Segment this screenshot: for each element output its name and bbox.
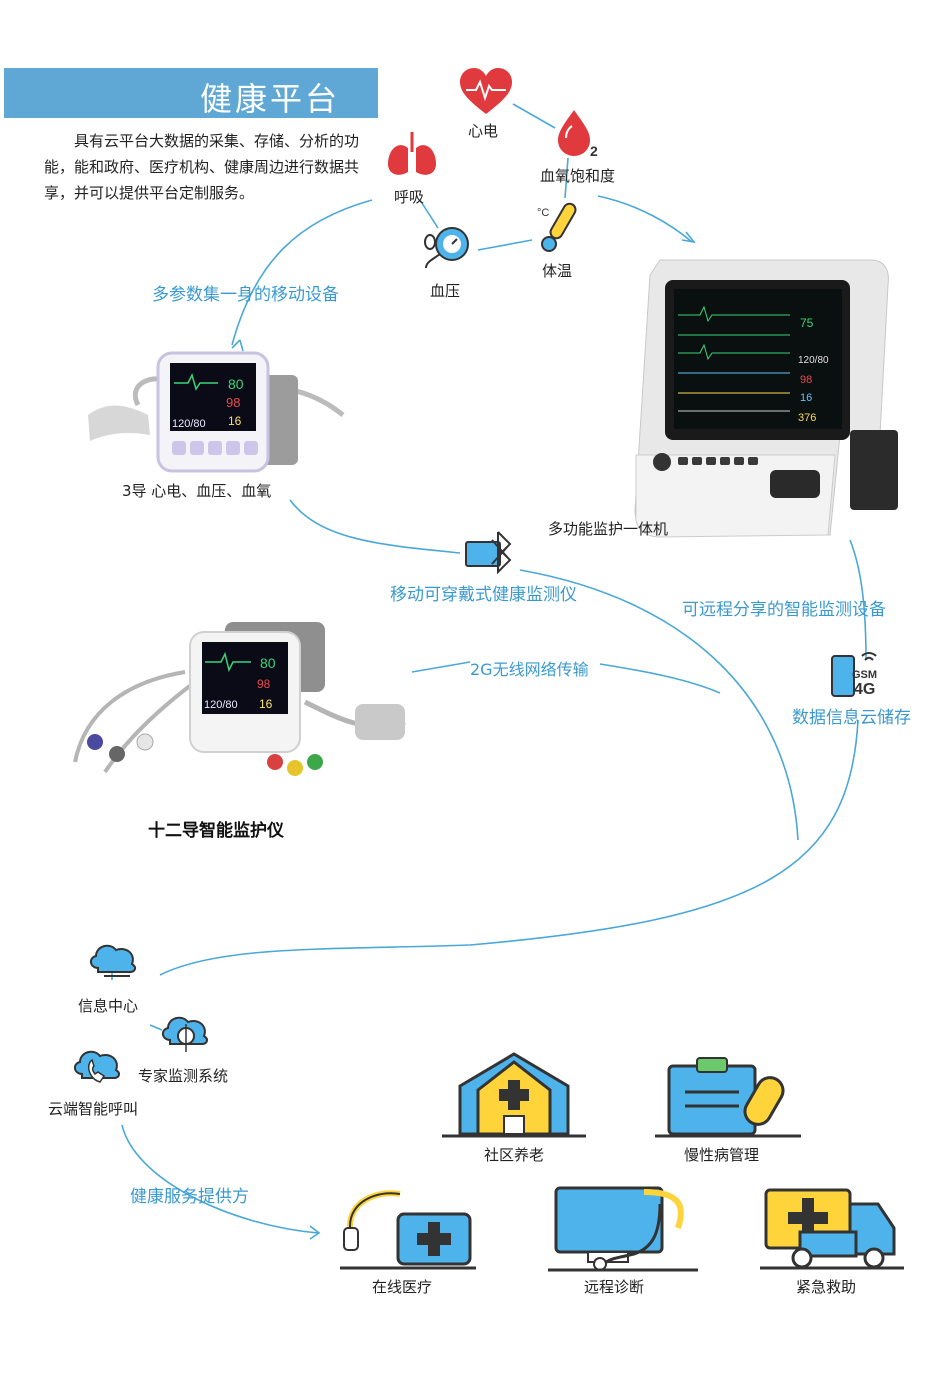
intro-paragraph: 具有云平台大数据的采集、存储、分析的功能，能和政府、医疗机构、健康周边进行数据共… <box>44 132 360 202</box>
heart-icon <box>460 68 512 114</box>
twelve-lead-label: 十二导智能监护仪 <box>148 821 284 841</box>
page-title: 健康平台 <box>200 80 341 118</box>
svg-text:16: 16 <box>259 697 273 711</box>
svg-text:4G: 4G <box>854 681 875 698</box>
twelve-lead-monitor-image: 80 98 120/80 16 <box>73 622 406 776</box>
chronic-disease-clipboard-icon <box>655 1057 801 1138</box>
svg-text:80: 80 <box>260 655 276 671</box>
spo2-label: 血氧饱和度 <box>540 167 616 185</box>
svg-text:120/80: 120/80 <box>798 355 829 366</box>
svg-text:°C: °C <box>537 207 549 219</box>
info-center-label: 信息中心 <box>78 997 139 1015</box>
thermometer-icon: °C <box>537 202 577 252</box>
lungs-icon <box>388 132 436 175</box>
respiration-label: 呼吸 <box>394 188 425 206</box>
remote-share-label: 可远程分享的智能监测设备 <box>682 600 886 620</box>
wearable-label: 移动可穿戴式健康监测仪 <box>390 585 577 605</box>
community-elderly-house-icon <box>442 1052 586 1138</box>
all-in-one-monitor-image: 75 120/80 98 16 376 <box>634 259 898 538</box>
svg-text:98: 98 <box>257 677 271 691</box>
remote-diagnosis-label: 远程诊断 <box>584 1278 645 1296</box>
service-provider-label: 健康服务提供方 <box>130 1187 249 1207</box>
network-label: 2G无线网络传输 <box>470 660 589 679</box>
bp-label: 血压 <box>430 282 461 300</box>
svg-text:120/80: 120/80 <box>204 699 238 711</box>
mobile-device-label: 多参数集一身的移动设备 <box>152 285 339 305</box>
expert-system-label: 专家监测系统 <box>138 1067 229 1085</box>
community-elderly-label: 社区养老 <box>484 1146 545 1164</box>
emergency-label: 紧急救助 <box>796 1278 857 1296</box>
info-center-cloud-icon <box>90 944 137 977</box>
svg-text:2: 2 <box>590 143 598 159</box>
svg-text:120/80: 120/80 <box>172 418 206 430</box>
online-medical-headset-icon <box>340 1190 476 1270</box>
svg-text:98: 98 <box>800 374 812 386</box>
three-lead-monitor-image: 80 98 120/80 16 <box>88 351 345 473</box>
svg-text:376: 376 <box>798 412 816 424</box>
svg-text:75: 75 <box>800 316 814 330</box>
remote-diagnosis-monitor-icon <box>548 1186 698 1272</box>
all-in-one-label: 多功能监护一体机 <box>548 520 669 538</box>
blood-drop-icon: 2 <box>558 110 598 159</box>
svg-text:16: 16 <box>228 414 242 428</box>
smart-call-phone-icon <box>74 1050 121 1083</box>
mobile-4g-icon: GSM 4G <box>831 652 877 698</box>
cloud-storage-label: 数据信息云储存 <box>792 708 911 728</box>
online-medical-label: 在线医疗 <box>372 1278 433 1296</box>
svg-text:16: 16 <box>800 392 812 404</box>
blood-pressure-gauge-icon <box>424 227 469 269</box>
expert-system-cloud-icon <box>162 1016 209 1052</box>
smart-call-label: 云端智能呼叫 <box>48 1100 139 1118</box>
chronic-disease-label: 慢性病管理 <box>684 1146 760 1164</box>
svg-text:80: 80 <box>228 376 244 392</box>
ecg-label: 心电 <box>468 122 499 140</box>
bluetooth-device-icon <box>465 531 512 574</box>
three-lead-label: 3导 心电、血压、血氧 <box>122 482 272 500</box>
temperature-label: 体温 <box>542 262 573 280</box>
ambulance-icon <box>760 1188 904 1270</box>
svg-text:GSM: GSM <box>852 669 877 681</box>
title-banner <box>4 68 378 118</box>
svg-text:98: 98 <box>226 395 240 410</box>
